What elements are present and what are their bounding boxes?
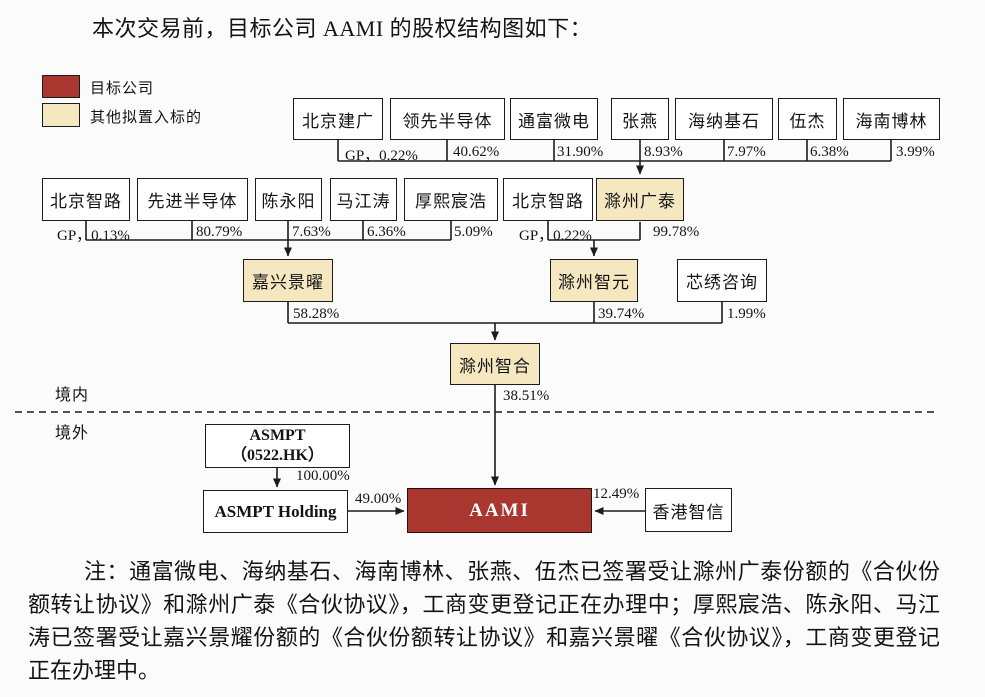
entity-box-chuzhou-zhiyuan: 滁州智元 <box>550 259 638 302</box>
entity-box-beijing-jianguang: 北京建广 <box>293 98 383 140</box>
entity-box-chen-yongyang: 陈永阳 <box>255 178 322 221</box>
stake-beijing-zhilu-2: GP，0.22% <box>519 228 592 244</box>
entity-box-jiaxing-jingyao: 嘉兴景曜 <box>243 259 333 302</box>
entity-box-tongfu-micro: 通富微电 <box>510 98 598 140</box>
entity-box-chuzhou-zhihe: 滁州智合 <box>450 343 540 385</box>
stake-asmpt-holding: 49.00% <box>355 491 402 507</box>
stake-xianjin-semiconductor: 80.79% <box>196 224 243 240</box>
entity-box-asmpt: ASMPT （0522.HK） <box>205 424 350 468</box>
region-label-overseas: 境外 <box>55 425 90 442</box>
stake-chen-yongyang: 7.63% <box>292 224 331 240</box>
stake-houxi-chenhao: 5.09% <box>454 224 493 240</box>
entity-box-wu-jie: 伍杰 <box>778 98 837 140</box>
legend-label-target: 目标公司 <box>90 81 155 97</box>
entity-box-houxi-chenhao: 厚熙宸浩 <box>404 178 498 221</box>
entity-box-beijing-zhilu-2: 北京智路 <box>503 178 593 221</box>
legend-swatch-candidate <box>42 103 80 127</box>
entity-box-hk-zhixin: 香港智信 <box>645 488 732 532</box>
entity-box-beijing-zhilu-1: 北京智路 <box>42 178 130 221</box>
footnote: 注：通富微电、海纳基石、海南博林、张燕、伍杰已签署受让滁州广泰份额的《合伙份额转… <box>28 559 940 683</box>
stake-tongfu-micro: 31.90% <box>557 144 604 160</box>
stake-wu-jie: 6.38% <box>810 144 849 160</box>
stake-jiaxing-jingyao: 58.28% <box>293 306 340 322</box>
stake-hainan-bolin: 3.99% <box>896 144 935 160</box>
stake-zhang-yan: 8.93% <box>644 144 683 160</box>
stake-ma-jiangtao: 6.36% <box>367 224 406 240</box>
entity-box-aami: AAMI <box>407 488 592 533</box>
page-title: 本次交易前，目标公司 AAMI 的股权结构图如下： <box>92 16 593 41</box>
stake-chuzhou-guangtai: 99.78% <box>653 224 700 240</box>
asmpt-ticker: （0522.HK） <box>231 447 324 464</box>
entity-box-lingxian-semiconductor: 领先半导体 <box>390 98 505 140</box>
stake-chuzhou-zhiyuan: 39.74% <box>598 306 645 322</box>
stake-xinxiu-consulting: 1.99% <box>727 306 766 322</box>
asmpt-name: ASMPT <box>249 427 306 444</box>
stake-chuzhou-zhihe: 38.51% <box>503 388 550 404</box>
region-label-domestic: 境内 <box>55 387 90 404</box>
entity-box-hainan-bolin: 海南博林 <box>843 98 940 140</box>
entity-box-zhang-yan: 张燕 <box>611 98 669 140</box>
stake-haina-jishi: 7.97% <box>727 144 766 160</box>
stake-hk-zhixin: 12.49% <box>593 486 640 502</box>
entity-box-asmpt-holding: ASMPT Holding <box>203 490 348 533</box>
entity-box-xinxiu-consulting: 芯绣咨询 <box>677 259 767 302</box>
stake-lingxian-semiconductor: 40.62% <box>453 144 500 160</box>
legend-label-candidate: 其他拟置入标的 <box>90 110 203 126</box>
entity-box-haina-jishi: 海纳基石 <box>675 98 773 140</box>
entity-box-ma-jiangtao: 马江涛 <box>330 178 397 221</box>
legend-swatch-target <box>42 75 80 98</box>
entity-box-chuzhou-guangtai: 滁州广泰 <box>596 178 684 221</box>
stake-asmpt: 100.00% <box>296 468 350 484</box>
stake-beijing-zhilu-1: GP，0.13% <box>57 228 130 244</box>
entity-box-xianjin-semiconductor: 先进半导体 <box>137 178 248 221</box>
stake-beijing-jianguang: GP，0.22% <box>345 148 418 164</box>
